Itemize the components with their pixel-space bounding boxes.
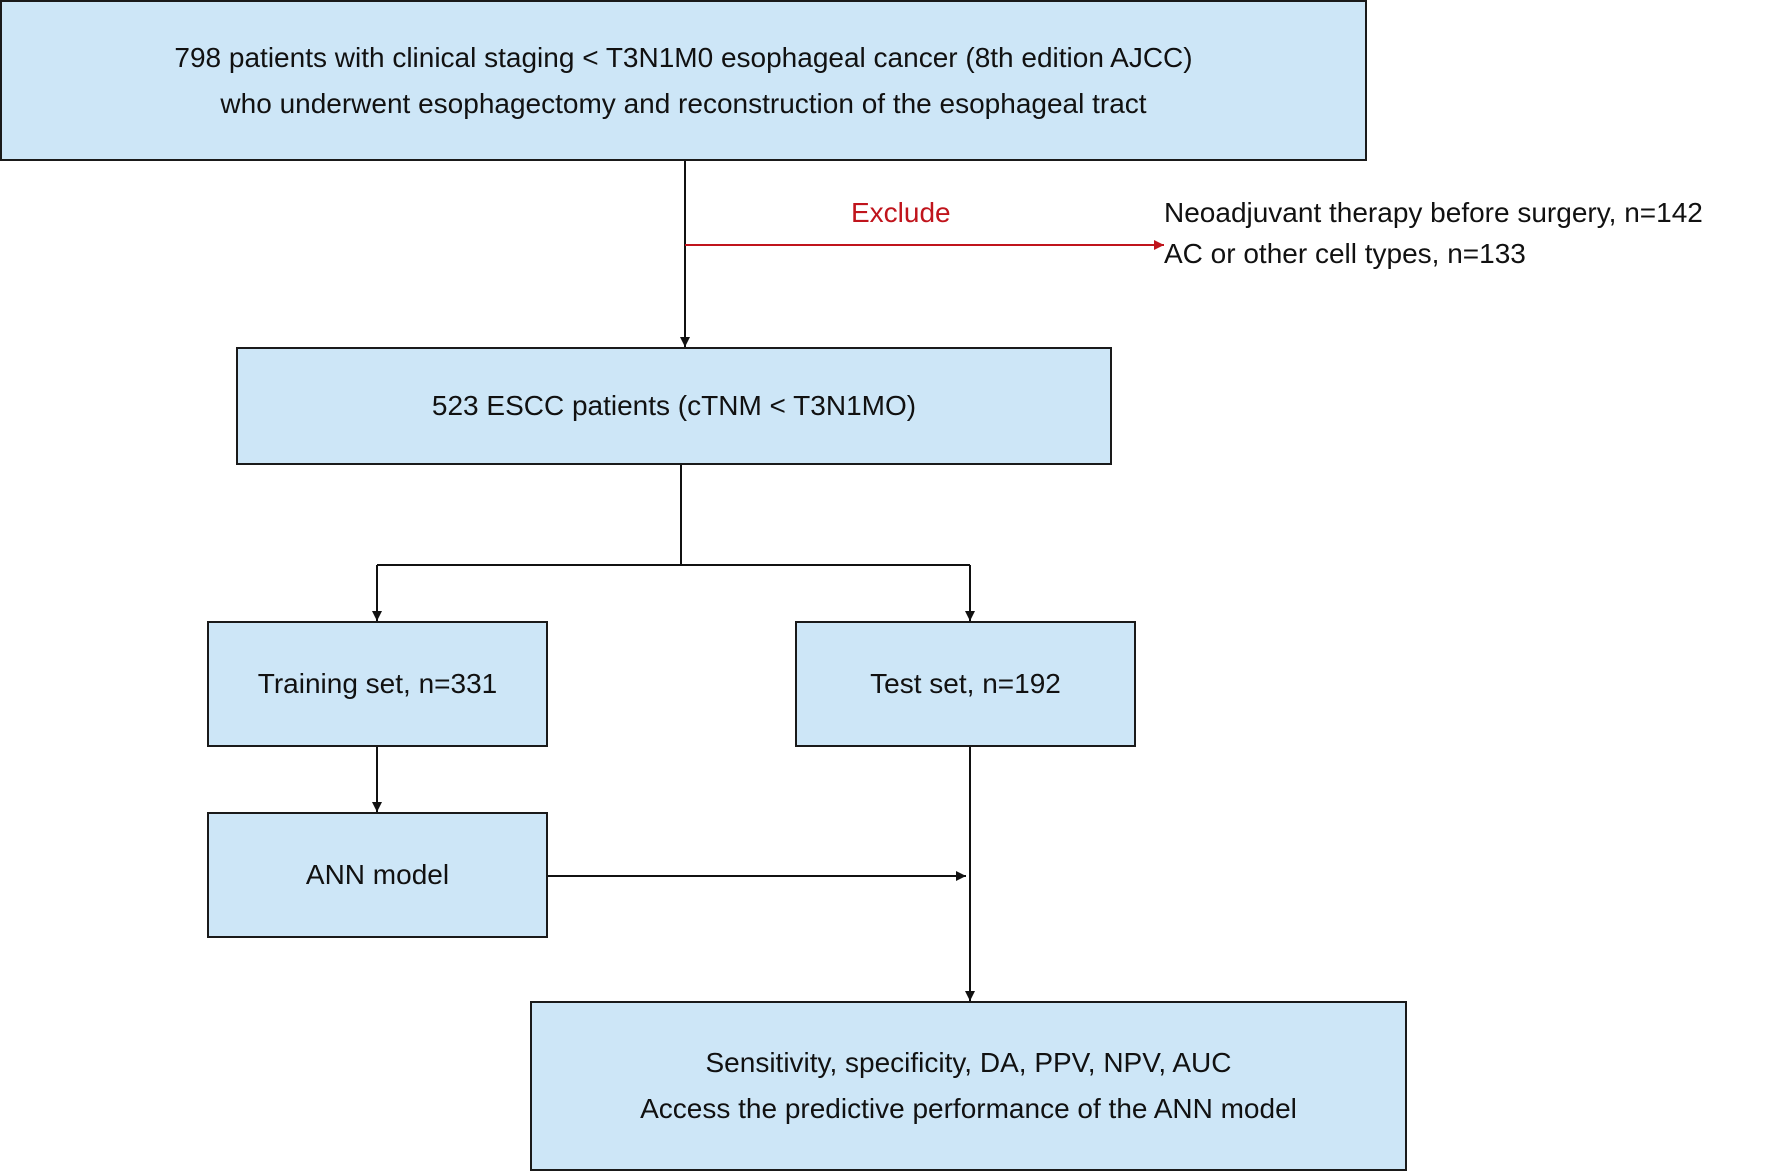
test-set-label: Test set, n=192 <box>870 668 1061 699</box>
ann-model-box: ANN model <box>207 812 548 938</box>
ann-model-label: ANN model <box>305 859 450 890</box>
exclude-label: Exclude <box>851 197 951 228</box>
cohort-box: 798 patients with clinical staging < T3N… <box>0 0 1367 161</box>
training-set-label: Training set, n=331 <box>257 668 498 699</box>
escc-box: 523 ESCC patients (cTNM < T3N1MO) <box>236 347 1112 465</box>
performance-box: Sensitivity, specificity, DA, PPV, NPV, … <box>530 1001 1407 1171</box>
performance-line-2: Access the predictive performance of the… <box>640 1093 1297 1124</box>
training-set-box: Training set, n=331 <box>207 621 548 747</box>
cohort-line-1: 798 patients with clinical staging < T3N… <box>174 41 1193 73</box>
exclusion-list: Neoadjuvant therapy before surgery, n=14… <box>1164 192 1703 274</box>
exclusion-cell-types: AC or other cell types, n=133 <box>1164 238 1526 269</box>
performance-line-1: Sensitivity, specificity, DA, PPV, NPV, … <box>705 1047 1232 1078</box>
exclusion-neoadjuvant: Neoadjuvant therapy before surgery, n=14… <box>1164 197 1703 228</box>
cohort-line-2: who underwent esophagectomy and reconstr… <box>220 87 1147 119</box>
escc-label: 523 ESCC patients (cTNM < T3N1MO) <box>431 390 917 421</box>
test-set-box: Test set, n=192 <box>795 621 1136 747</box>
